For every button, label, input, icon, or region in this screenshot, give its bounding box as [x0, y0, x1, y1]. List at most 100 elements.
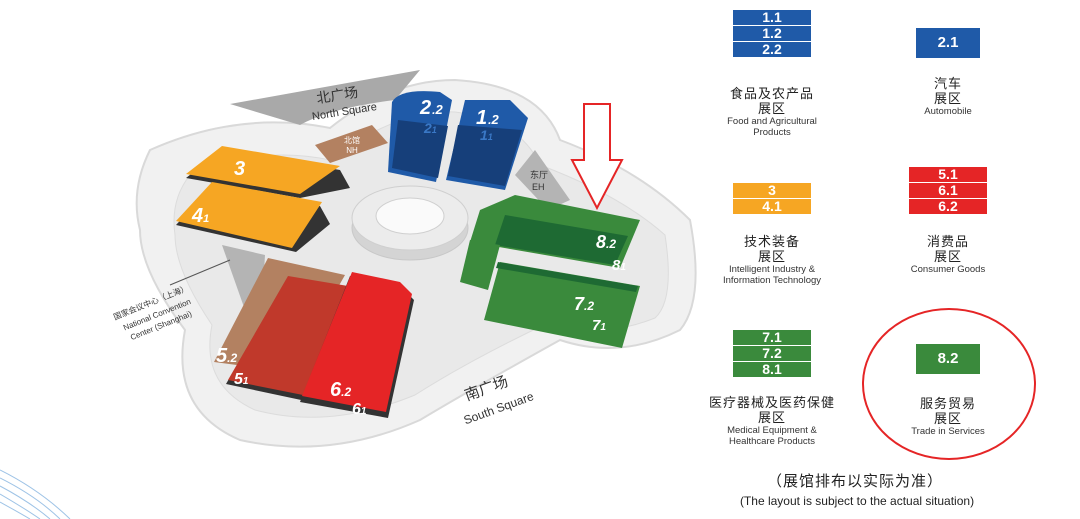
east-hall-en: EH — [532, 182, 545, 192]
north-hall — [315, 125, 388, 163]
north-square — [230, 70, 420, 125]
legend-consumer: 5.1 6.1 6.2 消费品 展区 Consumer Goods — [878, 167, 1018, 275]
legend-services-sub: 展区 — [933, 411, 962, 426]
svg-text:61: 61 — [352, 401, 367, 418]
north-hall-en: NH — [346, 146, 358, 155]
svg-text:8.2: 8.2 — [596, 232, 616, 252]
badge-2-2: 2.2 — [733, 42, 811, 57]
legend-medical-title: 医疗器械及医药保健 — [708, 395, 835, 410]
badge-2-1: 2.1 — [916, 28, 980, 58]
legend-consumer-title: 消费品 — [926, 234, 969, 249]
hall-1-2[interactable]: 1.2 11 — [446, 100, 528, 190]
hall-4-1-major: 4 — [191, 205, 203, 227]
layout-note-en: (The layout is subject to the actual sit… — [739, 494, 975, 508]
legend-medical-en-2: Healthcare Products — [728, 436, 816, 447]
hall-8-1[interactable]: 81 — [460, 240, 626, 290]
badge-8-1: 8.1 — [733, 362, 811, 377]
badge-7-2: 7.2 — [733, 346, 811, 361]
svg-text:5.2: 5.2 — [216, 345, 237, 367]
hall-2-2-major: 2 — [419, 97, 431, 119]
legend-tech-badges: 3 4.1 — [733, 183, 811, 215]
north-hall-cn: 北馆 — [344, 135, 360, 145]
hall-1-2-minor: 2 — [490, 112, 499, 127]
legend-consumer-badges: 5.1 6.1 6.2 — [909, 167, 987, 215]
hall-5-2-minor: 2 — [229, 351, 237, 365]
legend-food: 1.1 1.2 2.2 食品及农产品 展区 Food and Agricultu… — [702, 10, 842, 139]
legend-tech-sub: 展区 — [757, 249, 786, 264]
legend-tech-en-2: Information Technology — [722, 275, 822, 286]
hall-7-1-major: 7 — [592, 317, 601, 334]
legend-auto-sub: 展区 — [933, 91, 962, 106]
badge-6-2: 6.2 — [909, 199, 987, 214]
legend-medical: 7.1 7.2 8.1 医疗器械及医药保健 展区 Medical Equipme… — [702, 330, 842, 448]
legend-auto-en-1: Automobile — [924, 106, 972, 117]
legend-tech: 3 4.1 技术装备 展区 Intelligent Industry & Inf… — [702, 183, 842, 287]
venue-map: 北广场 North Square 北馆 NH 东厅 EH 2.2 21 1.2 … — [0, 70, 697, 519]
badge-8-2: 8.2 — [916, 344, 980, 374]
hall-8-2[interactable]: 8.2 — [470, 195, 640, 268]
svg-text:51: 51 — [234, 371, 249, 388]
hall-7-2-minor: 2 — [586, 299, 594, 313]
badge-6-1: 6.1 — [909, 183, 987, 198]
svg-text:71: 71 — [592, 317, 606, 334]
down-arrow-icon — [570, 103, 624, 211]
hall-2-2[interactable]: 2.2 21 — [388, 91, 452, 182]
hall-4-1[interactable]: 41 — [176, 182, 330, 252]
legend-consumer-sub: 展区 — [933, 249, 962, 264]
svg-text:2.2: 2.2 — [419, 97, 443, 119]
legend-auto: 2.1 汽车 展区 Automobile — [878, 28, 1018, 117]
hall-2-2-minor: 2 — [434, 102, 443, 117]
central-rotunda — [351, 185, 469, 261]
legend-tech-title: 技术装备 — [743, 234, 800, 249]
hall-8-1-minor: 1 — [620, 262, 626, 273]
hall-2-1-minor: 1 — [432, 125, 437, 135]
legend-food-badges: 1.1 1.2 2.2 — [733, 10, 811, 58]
hall-5-1-major: 5 — [234, 371, 244, 388]
east-hall — [515, 150, 570, 210]
north-square-cn: 北广场 — [315, 84, 359, 106]
legend-services: 8.2 服务贸易 展区 Trade in Services — [878, 344, 1018, 437]
hall-8-2-minor: 2 — [608, 237, 616, 251]
badge-7-1: 7.1 — [733, 330, 811, 345]
legend-services-en-1: Trade in Services — [911, 426, 985, 437]
highlight-circle — [862, 308, 1036, 460]
hall-5-1-minor: 1 — [243, 376, 249, 387]
legend-auto-title: 汽车 — [933, 76, 962, 91]
east-hall-cn: 东厅 — [530, 169, 548, 180]
legend-food-en-2: Products — [753, 127, 791, 138]
legend-consumer-en-1: Consumer Goods — [910, 264, 986, 275]
svg-text:41: 41 — [191, 205, 209, 227]
hall-7-2-major: 7 — [574, 294, 585, 314]
hall-6-2-major: 6 — [330, 379, 342, 401]
badge-5-1: 5.1 — [909, 167, 987, 182]
legend-medical-en-1: Medical Equipment & — [727, 425, 817, 436]
badge-3: 3 — [733, 183, 811, 198]
svg-text:7.2: 7.2 — [574, 294, 594, 314]
badge-1-2: 1.2 — [733, 26, 811, 41]
hall-2-1-major: 2 — [423, 120, 432, 136]
hall-8-1-major: 8 — [612, 257, 621, 274]
hall-1-1-minor: 1 — [488, 132, 493, 142]
callout-line — [169, 259, 231, 286]
corner-decoration — [0, 469, 71, 519]
legend-food-title: 食品及农产品 — [729, 86, 814, 101]
hall-7-1-minor: 1 — [600, 322, 606, 333]
legend-services-title: 服务贸易 — [919, 396, 976, 411]
hall-6-1-minor: 1 — [361, 406, 367, 417]
legend-food-sub: 展区 — [757, 101, 786, 116]
legend-medical-badges: 7.1 7.2 8.1 — [733, 330, 811, 378]
hall-8-2-major: 8 — [596, 232, 606, 252]
svg-text:1.2: 1.2 — [476, 107, 499, 129]
badge-4-1: 4.1 — [733, 199, 811, 214]
hall-1-2-major: 1 — [476, 107, 487, 129]
hall-6-2[interactable]: 6.2 61 — [300, 272, 414, 418]
hall-3[interactable]: 3 — [186, 146, 350, 198]
legend-tech-en-1: Intelligent Industry & — [728, 264, 816, 275]
svg-text:81: 81 — [612, 257, 626, 274]
hall-6-1-major: 6 — [352, 401, 361, 418]
svg-text:11: 11 — [480, 127, 493, 143]
legend-food-en-1: Food and Agricultural — [727, 116, 817, 127]
hall-7-2[interactable]: 7.2 71 — [484, 262, 640, 348]
badge-1-1: 1.1 — [733, 10, 811, 25]
legend-medical-sub: 展区 — [757, 410, 786, 425]
